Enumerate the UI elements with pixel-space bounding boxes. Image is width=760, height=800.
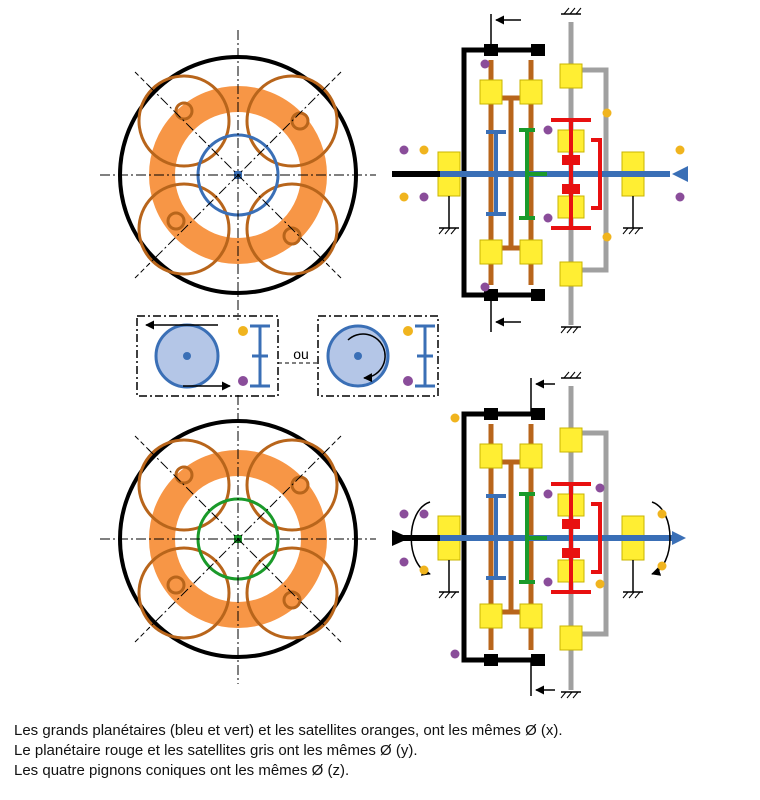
satellite-axle	[282, 590, 302, 610]
bevel-gear-symbol	[415, 324, 435, 388]
caption-line-3: Les quatre pignons coniques ont les même…	[14, 762, 350, 779]
front-view-top	[100, 30, 376, 320]
rotation-arrow	[651, 501, 671, 576]
satellite-axle	[166, 211, 186, 231]
satellite-circle	[137, 182, 231, 276]
satellite-axle	[174, 101, 194, 121]
planetary-gear-diagram: ou	[100, 7, 688, 699]
section-view-top	[392, 7, 688, 334]
bevel-gear-symbol	[250, 324, 270, 388]
orange-satellites	[137, 438, 339, 640]
mini-diagram-right	[317, 315, 439, 397]
or-label: ou	[293, 346, 309, 362]
caption: Les grands planétaires (bleu et vert) et…	[14, 721, 754, 781]
satellite-circle	[137, 74, 231, 168]
satellite-circle	[245, 438, 339, 532]
satellite-axle	[174, 465, 194, 485]
caption-line-2: Le planétaire rouge et les satellites gr…	[14, 742, 418, 759]
front-view-bottom	[100, 395, 376, 684]
satellite-axle	[166, 575, 186, 595]
rotation-arrow	[347, 333, 386, 383]
satellite-circle	[245, 546, 339, 640]
satellite-circle	[245, 74, 339, 168]
caption-line-1: Les grands planétaires (bleu et vert) et…	[14, 722, 563, 739]
satellite-circle	[245, 182, 339, 276]
satellite-axle	[282, 226, 302, 246]
satellite-circle	[137, 438, 231, 532]
section-view-bottom	[392, 371, 686, 699]
satellite-circle	[137, 546, 231, 640]
mini-diagram-left	[136, 315, 279, 397]
